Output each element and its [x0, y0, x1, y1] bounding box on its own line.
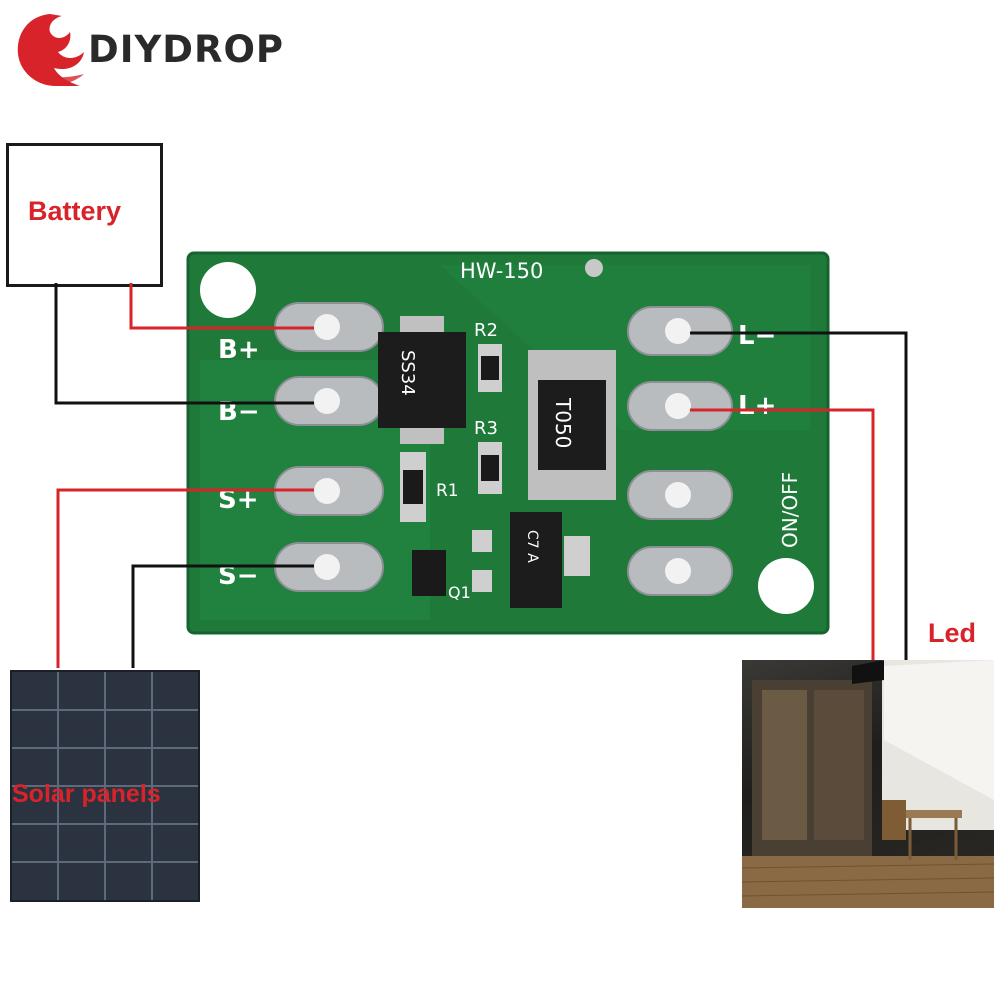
pad-label-l-minus: L−: [738, 321, 776, 351]
battery-box: [6, 143, 163, 287]
pads-right: [627, 306, 733, 596]
wire-battery-positive: [129, 283, 314, 330]
wire-battery-negative: [54, 283, 314, 405]
solar-cell-grid: [12, 672, 198, 900]
mount-hole-bottom-right: [758, 558, 814, 614]
ic2-label: C7 A: [524, 530, 540, 563]
ic-label: T050: [551, 397, 575, 448]
wave-logo-icon: [17, 14, 84, 86]
pads-left: [274, 302, 384, 592]
wire-led-negative: [690, 331, 908, 660]
pad-label-b-plus: B+: [218, 335, 260, 365]
wire-led-positive: [690, 408, 875, 660]
switch-label: ON/OFF: [778, 472, 802, 548]
logo-text: DIYDROP: [88, 28, 285, 71]
led-photo: [742, 660, 994, 908]
resistor-label-r1: R1: [436, 481, 459, 501]
diode-ss34: [378, 332, 466, 428]
led-label: Led: [928, 618, 977, 648]
wire-solar-negative: [131, 564, 314, 668]
wire-solar-positive: [56, 488, 314, 668]
ic-t050: [538, 380, 606, 470]
resistor-label-r2: R2: [474, 320, 498, 341]
battery-label: Battery: [28, 196, 122, 226]
transistor-label: Q1: [448, 583, 471, 602]
board-model: HW-150: [460, 259, 543, 283]
mount-hole-top-left: [200, 262, 256, 318]
resistor-label-r3: R3: [474, 418, 498, 439]
solar-label: Solar panels: [12, 780, 161, 808]
led-scene: [742, 660, 994, 908]
solar-panel: [10, 670, 200, 902]
pad-label-l-plus: L+: [738, 391, 776, 421]
diode-label: SS34: [397, 350, 418, 396]
ic-c7a: [510, 512, 562, 608]
